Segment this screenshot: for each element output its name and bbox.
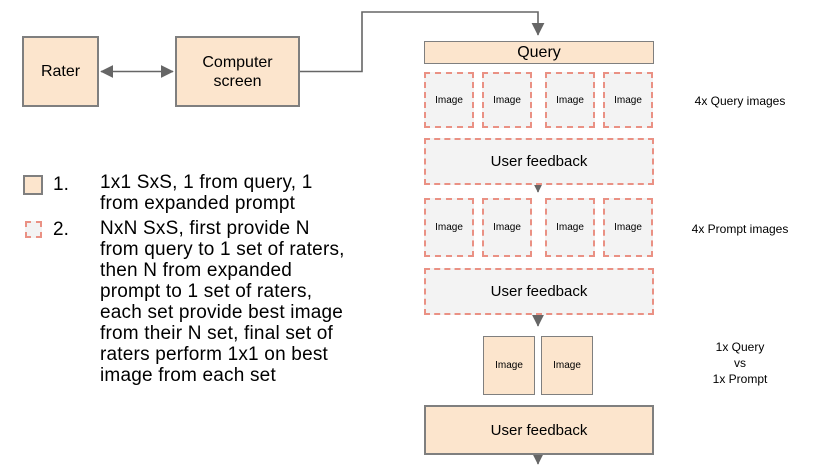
query-image-box-4: Image: [603, 72, 653, 128]
prompt-image-box-4: Image: [603, 198, 653, 257]
query-label: Query: [517, 43, 561, 61]
rater-box: Rater: [22, 36, 99, 107]
image-label: Image: [556, 94, 584, 106]
user-feedback-box-3: User feedback: [424, 405, 654, 455]
image-label: Image: [553, 360, 581, 371]
prompt-image-box-3: Image: [545, 198, 595, 257]
image-label: Image: [556, 222, 584, 233]
query-image-box-3: Image: [545, 72, 595, 128]
legend-text-1: 1x1 SxS, 1 from query, 1 from expanded p…: [100, 172, 313, 214]
user-feedback-box-1: User feedback: [424, 138, 654, 185]
annotation-prompt-images: 4x Prompt images: [691, 222, 789, 236]
image-label: Image: [493, 222, 521, 233]
annotation-query-images: 4x Query images: [694, 94, 786, 108]
legend-swatch-solid: [23, 175, 43, 195]
query-image-box-1: Image: [424, 72, 474, 128]
image-label: Image: [435, 94, 463, 106]
final-image-box-1: Image: [483, 336, 535, 395]
computer-screen-label: Computer screen: [202, 53, 273, 90]
user-feedback-box-2: User feedback: [424, 268, 654, 315]
image-label: Image: [614, 222, 642, 233]
legend-text-2: NxN SxS, first provide N from query to 1…: [100, 218, 345, 386]
image-label: Image: [493, 94, 521, 106]
rater-label: Rater: [40, 63, 81, 80]
image-label: Image: [435, 222, 463, 233]
image-label: Image: [495, 360, 523, 371]
query-image-box-2: Image: [482, 72, 532, 128]
user-feedback-label: User feedback: [490, 153, 588, 170]
legend-number-1: 1.: [53, 174, 69, 195]
user-feedback-label: User feedback: [490, 421, 588, 439]
prompt-image-box-2: Image: [482, 198, 532, 257]
image-label: Image: [614, 94, 642, 106]
annotation-pair-comparison: 1x Query vs 1x Prompt: [712, 340, 768, 386]
computer-screen-box: Computer screen: [175, 36, 300, 107]
final-image-box-2: Image: [541, 336, 593, 395]
user-feedback-label: User feedback: [490, 283, 588, 300]
query-header: Query: [424, 41, 654, 64]
legend-swatch-dashed: [25, 221, 42, 238]
prompt-image-box-1: Image: [424, 198, 474, 257]
legend-number-2: 2.: [53, 219, 69, 240]
